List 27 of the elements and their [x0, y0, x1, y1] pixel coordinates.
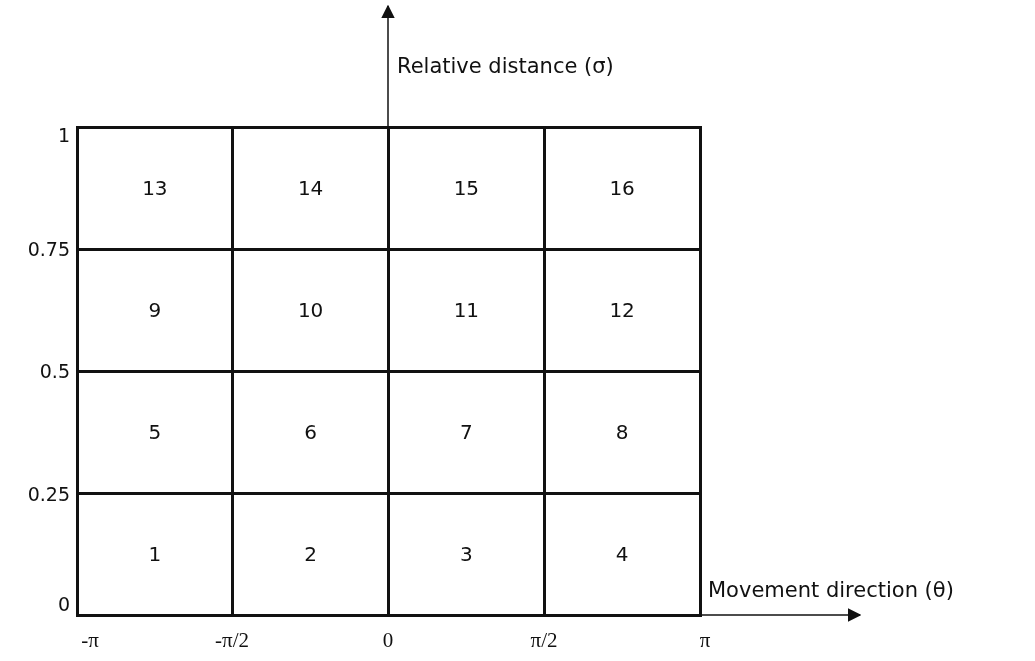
- tick-label: 0: [57, 595, 70, 614]
- cell-number: 4: [615, 542, 629, 566]
- tick-label: π/2: [530, 630, 558, 651]
- tick-label: -π: [81, 630, 99, 651]
- cell-number: 10: [297, 298, 324, 322]
- cell-number: 7: [460, 420, 473, 444]
- cell-number: 14: [297, 176, 324, 200]
- tick-label: 0.25: [27, 485, 70, 504]
- cell-number: 1: [148, 542, 162, 566]
- axis-title: Relative distance (σ): [397, 56, 614, 77]
- cell-number: 2: [304, 542, 317, 566]
- cell-number: 16: [609, 176, 635, 200]
- cell-number: 9: [148, 298, 162, 322]
- tick-label: 0.5: [39, 362, 70, 381]
- cell-number: 3: [460, 542, 473, 566]
- tick-label: 1: [57, 126, 70, 145]
- cell-number: 8: [615, 420, 629, 444]
- cell-number: 12: [609, 298, 635, 322]
- tick-label: 0.75: [27, 240, 70, 259]
- tick-label: π: [699, 630, 711, 651]
- cell-number: 5: [148, 420, 162, 444]
- cell-number: 6: [304, 420, 317, 444]
- tick-label: -π/2: [215, 630, 249, 651]
- tick-label: 0: [382, 630, 394, 651]
- cell-number: 13: [142, 176, 168, 200]
- cell-number: 15: [453, 176, 480, 200]
- cell-number: 11: [453, 298, 480, 322]
